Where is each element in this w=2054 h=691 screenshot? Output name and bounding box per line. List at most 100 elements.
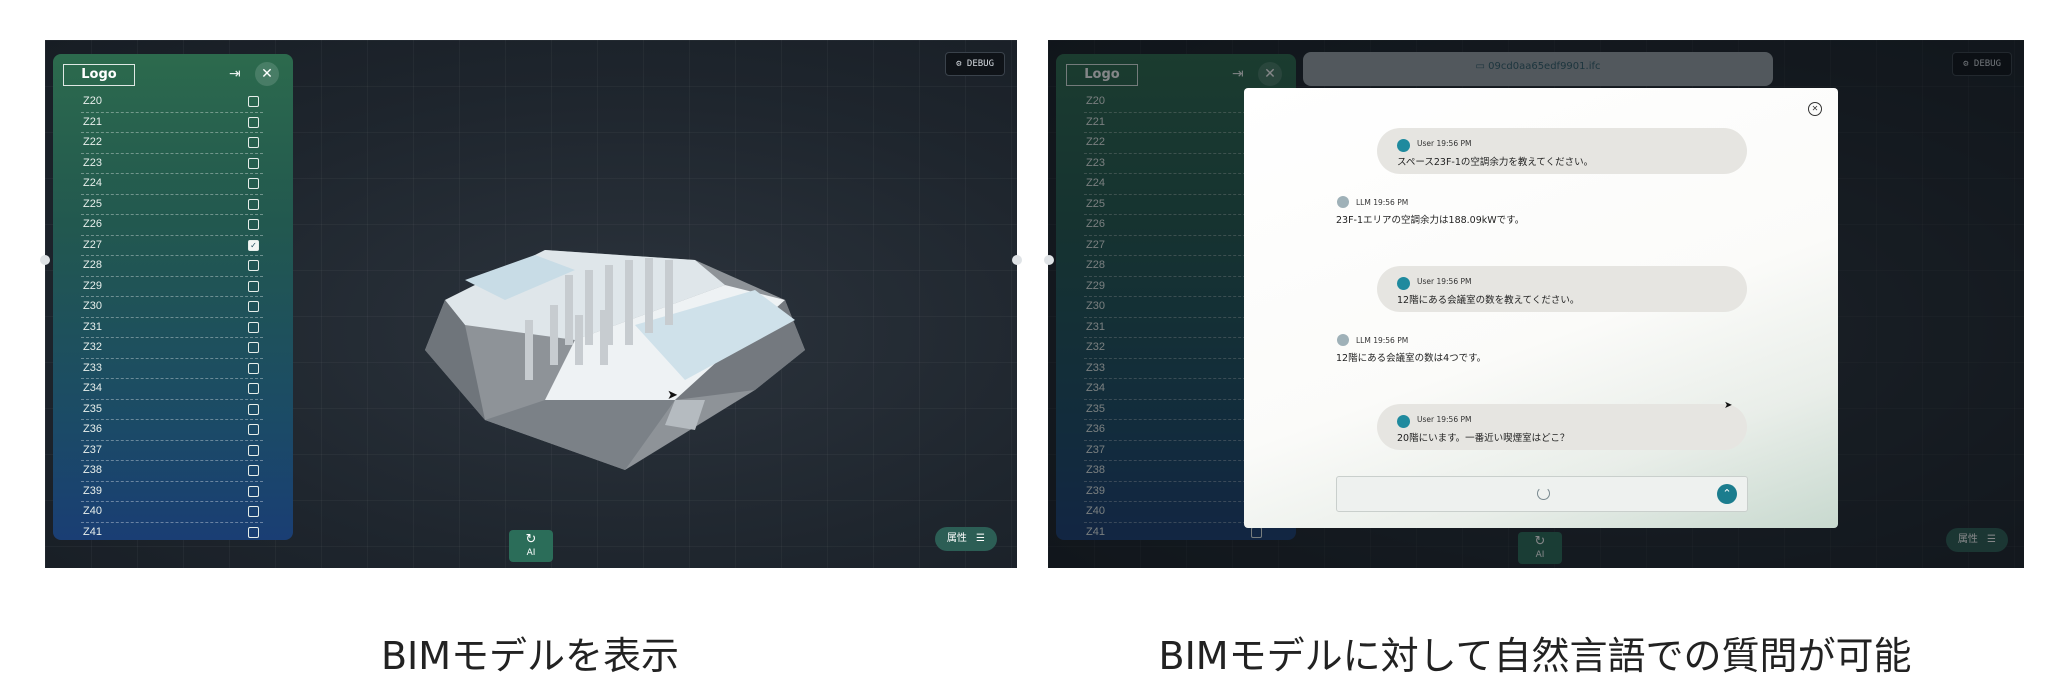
checkbox-icon[interactable] [248,219,259,230]
zone-row[interactable]: Z20 [81,92,263,113]
zone-label: Z25 [83,197,102,210]
viewer-screen-right: Logo ⇥ ✕ Z20Z21Z22Z23Z24Z25Z26Z27Z28Z29Z… [1048,40,2024,568]
zone-row[interactable]: Z23 [81,154,263,174]
mouse-cursor: ➤ [667,388,678,403]
zone-label: Z37 [83,443,102,456]
zone-label: Z40 [83,505,102,517]
zone-row[interactable]: Z37 [81,441,263,461]
sidebar-header: Logo ⇥ ✕ [53,54,293,94]
zone-label: Z39 [83,484,102,497]
checkbox-icon[interactable] [248,178,259,189]
zone-row[interactable]: Z29 [81,277,263,297]
zone-row[interactable]: Z25 [81,195,263,215]
zone-label: Z30 [83,300,102,312]
checkbox-icon[interactable] [248,116,259,128]
checkbox-icon[interactable] [248,485,259,497]
close-icon[interactable]: ✕ [255,62,279,86]
ai-icon: ↻ [525,532,537,547]
property-label: 属性 [946,533,967,544]
checkbox-icon[interactable] [248,444,259,456]
user-avatar [1397,139,1410,152]
checkbox-icon[interactable] [248,403,259,415]
checkbox-icon[interactable] [248,506,259,517]
property-button[interactable]: 属性 ☰ [934,527,997,551]
checkbox-icon[interactable] [248,280,259,292]
caption-left: BIMモデルを表示 [380,634,680,678]
zone-row[interactable]: Z22 [81,133,263,154]
right-edge-handle[interactable] [1012,255,1022,265]
zone-row[interactable]: Z41 [81,523,263,541]
zone-row[interactable]: Z24 [81,174,263,195]
ai-button[interactable]: ↻ AI [509,530,553,562]
zone-label: Z38 [83,464,102,476]
zone-label: Z31 [83,320,102,333]
menu-icon: ☰ [976,533,985,544]
checkbox-icon[interactable] [248,96,259,107]
user-avatar [1397,415,1410,428]
zone-row[interactable]: Z32 [81,338,263,359]
spinner-icon [1537,487,1550,500]
close-circle-icon[interactable]: ✕ [1808,102,1822,116]
send-arrow-icon[interactable]: ⌃ [1717,484,1737,504]
zone-row[interactable]: Z28 [81,256,263,277]
debug-label: DEBUG [966,59,994,69]
zone-label: Z41 [83,525,102,538]
llm-avatar [1337,196,1349,208]
zone-label: Z22 [83,136,102,148]
zone-row[interactable]: Z30 [81,297,263,318]
left-edge-handle[interactable] [40,255,50,265]
zone-row[interactable]: Z40 [81,502,263,523]
checkbox-icon[interactable] [248,260,259,271]
checkbox-icon[interactable] [248,526,259,538]
message-text: 23F-1エリアの空調余力は188.09kWです。 [1336,215,1525,226]
message-meta: LLM 19:56 PM [1356,198,1409,207]
bim-model-3d[interactable] [425,230,855,490]
zone-row[interactable]: Z31 [81,318,263,338]
logout-icon[interactable]: ⇥ [229,66,241,82]
zone-label: Z20 [83,95,102,107]
message-meta: User 19:56 PM [1417,277,1472,286]
zone-row[interactable]: Z36 [81,420,263,441]
caption-right: BIMモデルに対して自然言語での質問が可能 [1158,634,1912,678]
debug-badge[interactable]: ⚙ DEBUG [945,52,1005,76]
checkbox-icon[interactable] [248,198,259,210]
zone-label: Z34 [83,382,102,394]
zone-label: Z32 [83,341,102,353]
checkbox-icon[interactable] [248,465,259,476]
zone-label: Z29 [83,279,102,292]
user-avatar [1397,277,1410,290]
checkbox-icon[interactable] [248,301,259,312]
checkbox-icon[interactable] [248,383,259,394]
zone-row[interactable]: Z33 [81,359,263,379]
zone-label: Z24 [83,177,102,189]
zone-row[interactable]: Z39 [81,482,263,502]
chat-input[interactable]: ⌃ [1336,476,1748,512]
zone-row[interactable]: Z26 [81,215,263,236]
mouse-cursor: ➤ [1724,400,1733,411]
checkbox-icon[interactable] [248,157,259,169]
left-edge-handle[interactable] [1044,255,1054,265]
message-meta: User 19:56 PM [1417,415,1472,424]
zone-label: Z23 [83,156,102,169]
zone-row[interactable]: Z35 [81,400,263,420]
chat-message-user: User 19:56 PM スペース23F-1の空調余力を教えてください。 [1377,128,1747,174]
checkbox-icon[interactable] [248,342,259,353]
zone-label: Z35 [83,402,102,415]
checkbox-icon[interactable] [248,137,259,148]
checkbox-icon[interactable] [248,424,259,435]
checkbox-icon[interactable] [248,321,259,333]
zone-label: Z21 [83,115,102,128]
message-meta: User 19:56 PM [1417,139,1472,148]
message-text: スペース23F-1の空調余力を教えてください。 [1397,157,1594,168]
chat-modal: ✕ User 19:56 PM スペース23F-1の空調余力を教えてください。 … [1244,88,1838,528]
zone-row[interactable]: Z21 [81,113,263,133]
zone-row[interactable]: Z34 [81,379,263,400]
zone-row[interactable]: Z27 ✓ [81,236,263,256]
checkbox-icon[interactable]: ✓ [248,239,259,251]
zone-row[interactable]: Z38 [81,461,263,482]
zone-label: Z27 [83,238,102,251]
checkbox-icon[interactable] [248,362,259,374]
